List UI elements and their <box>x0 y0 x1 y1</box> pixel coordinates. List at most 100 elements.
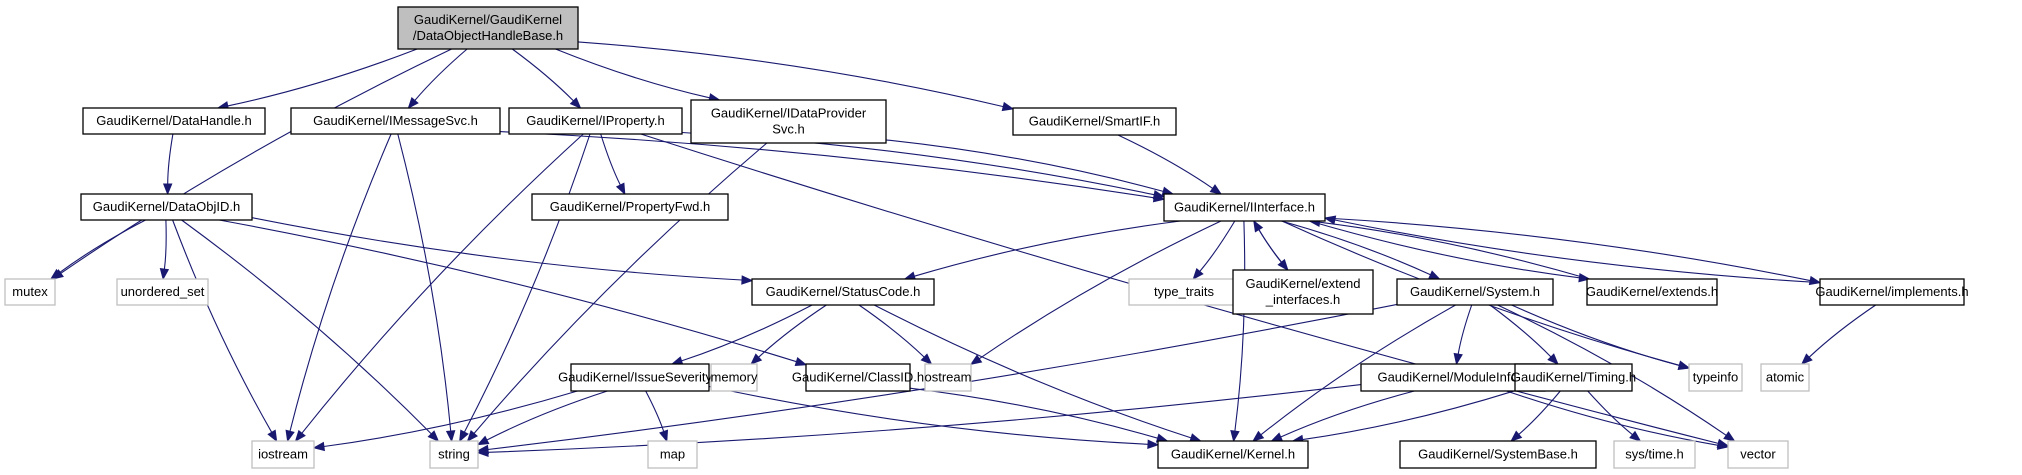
node-system[interactable]: GaudiKernel/System.h <box>1396 278 1554 306</box>
node-label: GaudiKernel/IInterface.h <box>1174 200 1315 215</box>
arrowhead-icon <box>476 447 489 458</box>
node-timing[interactable]: GaudiKernel/Timing.h <box>1511 363 1636 392</box>
edge-line <box>555 48 710 99</box>
arrowhead-icon <box>312 441 325 452</box>
edge-root-to-mutex <box>51 48 452 280</box>
node-datahandle[interactable]: GaudiKernel/DataHandle.h <box>82 107 266 135</box>
node-label: memory <box>711 370 758 385</box>
node-statuscode[interactable]: GaudiKernel/StatusCode.h <box>751 278 935 306</box>
node-label: GaudiKernel/IMessageSvc.h <box>313 113 478 128</box>
edge-line <box>1808 304 1877 358</box>
node-label: GaudiKernel/ClassID.h <box>792 370 924 385</box>
node-label: unordered_set <box>121 284 205 299</box>
edge-line <box>1302 390 1516 441</box>
node-box <box>1727 440 1789 469</box>
arrowhead-icon <box>1716 440 1730 450</box>
edge-line <box>163 219 167 270</box>
edge-iinterface-to-kernel <box>1230 220 1246 443</box>
node-label: map <box>660 447 685 462</box>
edge-system-to-timing <box>1489 304 1559 365</box>
edge-line <box>323 390 578 448</box>
edge-line <box>885 139 1164 192</box>
node-box <box>1012 107 1177 136</box>
edge-line <box>1260 304 1456 436</box>
node-dataobjid[interactable]: GaudiKernel/DataObjID.h <box>80 193 253 221</box>
edge-root-to-imessagesvc <box>407 48 468 110</box>
arrowhead-icon <box>1323 215 1337 225</box>
node-label: GaudiKernel/SystemBase.h <box>1418 447 1578 462</box>
node-typeinfo: typeinfo <box>1688 363 1743 392</box>
node-root[interactable]: GaudiKernel/GaudiKernel/DataObjectHandle… <box>397 6 579 50</box>
node-label: typeinfo <box>1693 370 1739 385</box>
edge-line <box>858 304 925 358</box>
node-issueseverity[interactable]: GaudiKernel/IssueSeverity.h <box>558 363 722 392</box>
arrowhead-icon <box>1001 101 1015 112</box>
edge-line <box>172 219 273 433</box>
edge-line <box>1280 390 1415 438</box>
node-box <box>4 278 56 306</box>
arrowhead-icon <box>285 429 295 443</box>
arrowhead-icon <box>159 268 170 281</box>
node-iostream: iostream <box>251 440 315 469</box>
node-propertyfwd[interactable]: GaudiKernel/PropertyFwd.h <box>531 193 729 221</box>
edge-line <box>1587 390 1633 436</box>
node-box <box>1232 269 1374 315</box>
node-extends[interactable]: GaudiKernel/extends.h <box>1586 278 1718 306</box>
edge-idataprovidersvc-to-iinterface <box>885 139 1175 196</box>
node-classid[interactable]: GaudiKernel/ClassID.h <box>792 363 924 392</box>
arrowhead-icon <box>1510 430 1523 442</box>
edge-issueseverity-to-string <box>476 390 608 446</box>
node-label: string <box>438 447 470 462</box>
node-iinterface[interactable]: GaudiKernel/IInterface.h <box>1163 193 1326 222</box>
arrowhead-icon <box>427 430 440 442</box>
node-implements[interactable]: GaudiKernel/implements.h <box>1815 278 1969 306</box>
edge-iinterface-to-type_traits <box>1192 220 1236 281</box>
edge-line <box>1309 220 1580 279</box>
node-iproperty[interactable]: GaudiKernel/IProperty.h <box>508 107 683 135</box>
node-kernel[interactable]: GaudiKernel/Kernel.h <box>1157 440 1309 469</box>
edge-line <box>487 384 1362 453</box>
edge-line <box>511 48 574 102</box>
edge-line <box>486 390 608 441</box>
arrowhead-icon <box>1677 360 1691 370</box>
node-box <box>251 440 315 469</box>
edge-line <box>1506 390 1719 446</box>
node-label: mutex <box>12 284 48 299</box>
node-box <box>1688 363 1743 392</box>
node-map: map <box>647 440 698 469</box>
edge-iproperty-to-iostream <box>294 133 584 443</box>
node-systembase[interactable]: GaudiKernel/SystemBase.h <box>1399 440 1597 469</box>
edge-implements-to-iinterface <box>1323 215 1821 284</box>
edge-system-to-kernel <box>1252 304 1456 442</box>
node-extend-interfaces[interactable]: GaudiKernel/extend_interfaces.h <box>1232 269 1374 315</box>
edge-root-to-smartif <box>577 41 1015 112</box>
node-box <box>531 193 729 221</box>
edge-system-to-moduleinfo <box>1453 304 1473 366</box>
edge-root-to-iproperty <box>511 48 582 109</box>
edge-datahandle-to-dataobjid <box>162 133 174 196</box>
node-imessagesvc[interactable]: GaudiKernel/IMessageSvc.h <box>290 107 501 135</box>
node-smartif[interactable]: GaudiKernel/SmartIF.h <box>1012 107 1177 136</box>
node-box <box>710 363 758 392</box>
edge-line <box>58 219 146 274</box>
edge-line <box>181 219 432 435</box>
node-label: GaudiKernel/extend <box>1246 276 1361 291</box>
edge-line <box>473 142 768 434</box>
node-label: atomic <box>1766 370 1805 385</box>
node-atomic: atomic <box>1760 363 1810 392</box>
node-box <box>508 107 683 135</box>
edge-line <box>301 133 584 434</box>
arrowhead-icon <box>569 97 582 109</box>
arrowhead-icon <box>659 429 669 443</box>
edge-line <box>1489 304 1552 358</box>
node-memory: memory <box>710 363 758 392</box>
node-box <box>1163 193 1326 222</box>
arrowhead-icon <box>1253 219 1264 233</box>
nodes-layer: GaudiKernel/GaudiKernel/DataObjectHandle… <box>4 6 1969 469</box>
edge-line <box>1199 220 1236 272</box>
arrowhead-icon <box>969 354 983 366</box>
node-box <box>805 363 911 392</box>
node-box <box>1399 440 1597 469</box>
arrowhead-icon <box>1152 189 1166 200</box>
